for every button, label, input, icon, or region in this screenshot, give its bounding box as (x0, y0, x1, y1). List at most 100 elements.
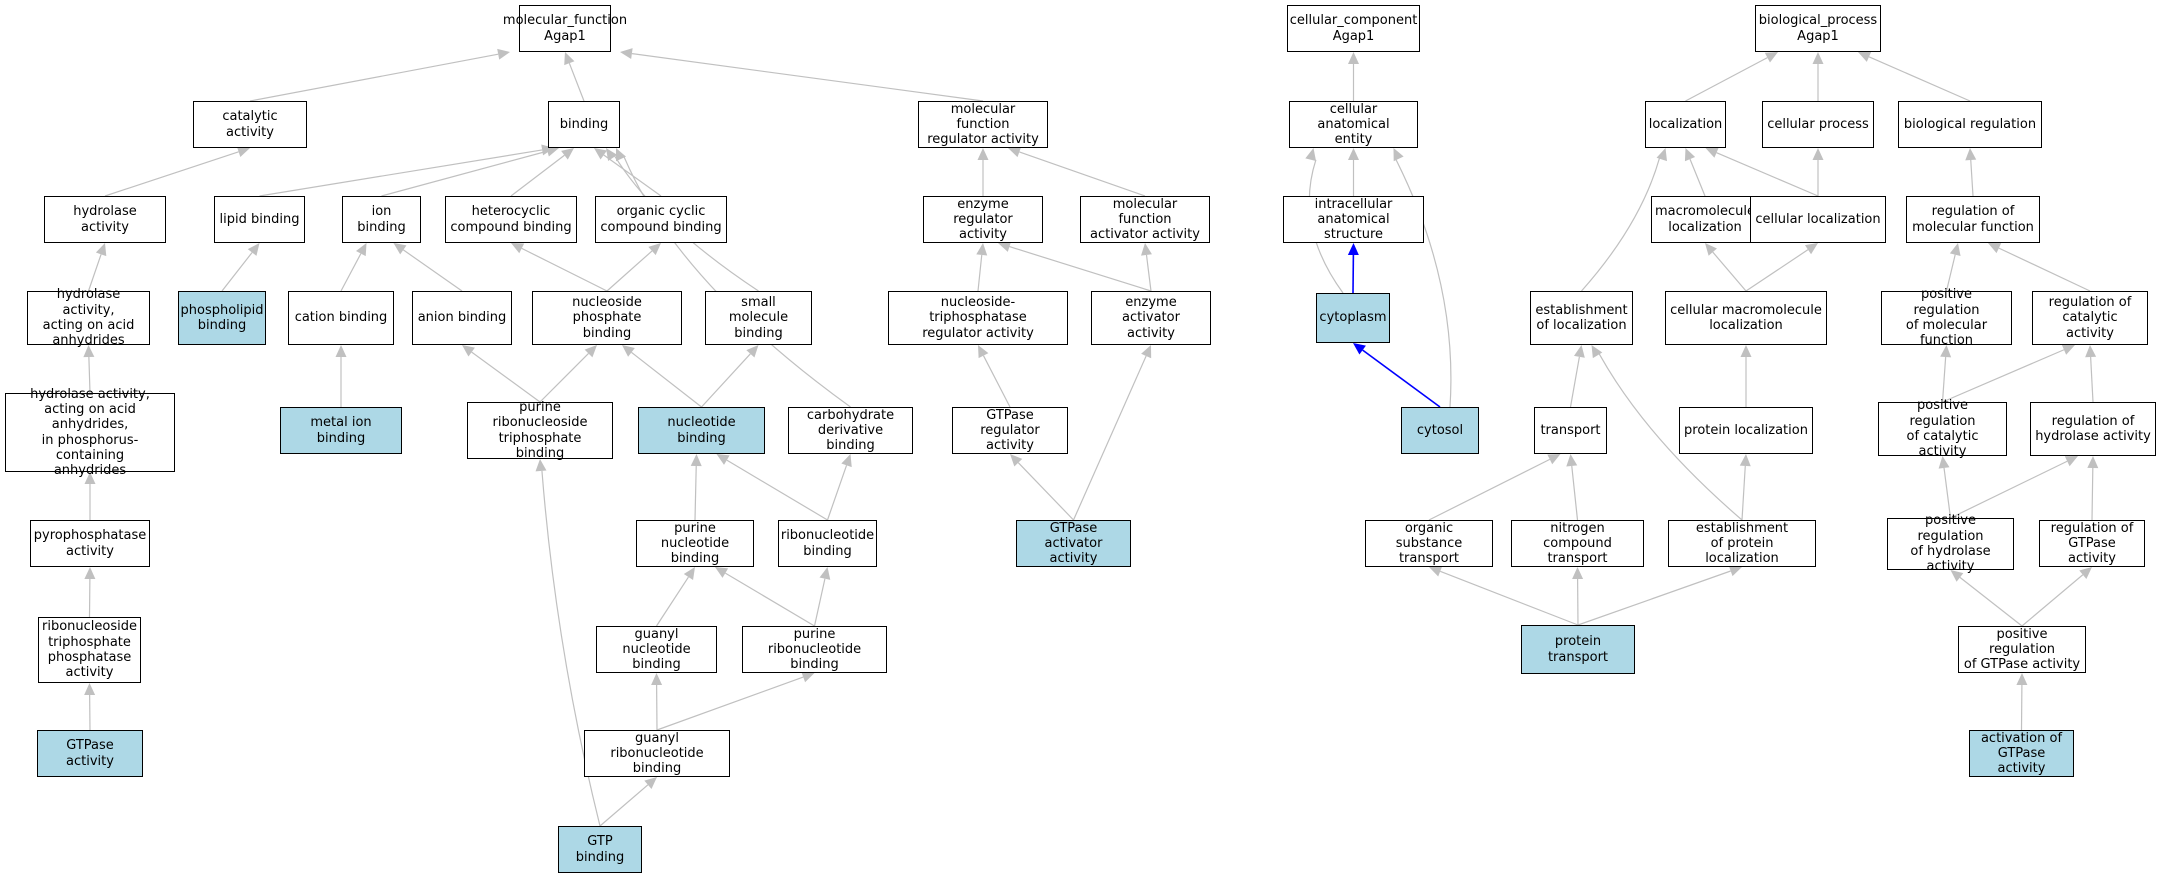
arrowhead-purine_rnst-to-nucleoside_phosphate (584, 345, 597, 358)
node-purine-nucleotide-binding[interactable]: purine nucleotide binding (636, 520, 754, 567)
arrowhead-rnst_phosphatase-to-pyrophosphatase (84, 567, 96, 580)
node-cytosol[interactable]: cytosol (1401, 407, 1479, 454)
node-nucleotide-binding[interactable]: nucleotide binding (638, 407, 765, 454)
node-purine-ribonucleoside-triphosphate-binding[interactable]: purine ribonucleoside triphosphate bindi… (467, 400, 613, 461)
arrowhead-anion_binding-to-ion_binding (393, 243, 407, 255)
arrowhead-cell_macro_loc-to-cell_loc (1804, 243, 1818, 255)
node-cellular-component-root[interactable]: cellular_component Agap1 (1287, 5, 1420, 52)
node-cation-binding[interactable]: cation binding (288, 291, 394, 345)
node-guanyl-ribonucleotide-binding[interactable]: guanyl ribonucleotide binding (584, 730, 730, 777)
node-small-molecule-binding[interactable]: small molecule binding (705, 291, 812, 345)
edge-gtpase_activator-to-gtpase_reg (1017, 462, 1074, 521)
node-protein-localization[interactable]: protein localization (1679, 407, 1813, 454)
node-gtpase-regulator-activity[interactable]: GTPase regulator activity (952, 407, 1068, 454)
node-establishment-of-localization[interactable]: establishment of localization (1530, 291, 1633, 345)
node-phospholipid-binding[interactable]: phospholipid binding (178, 291, 266, 345)
node-biological-process-root[interactable]: biological_process Agap1 (1755, 5, 1881, 52)
node-enzyme-regulator-activity[interactable]: enzyme regulator activity (923, 196, 1043, 243)
node-intracellular-anatomical-structure[interactable]: intracellular anatomical structure (1283, 196, 1424, 243)
edge-est_protein_loc-to-protein_loc (1741, 465, 1746, 521)
arrowhead-macro_loc-to-localization (1684, 148, 1696, 162)
node-lipid-binding[interactable]: lipid binding (214, 196, 305, 243)
arrowhead-ribonucleotide-to-nucleotide_binding (716, 454, 730, 465)
arrowhead-purine_nucleotide-to-nucleotide_binding (690, 454, 702, 467)
node-nucleoside-phosphate-binding[interactable]: nucleoside phosphate binding (532, 291, 682, 345)
node-regulation-of-hydrolase-activity[interactable]: regulation of hydrolase activity (2030, 402, 2156, 456)
node-hydrolase-phosphorus-anhydrides[interactable]: hydrolase activity, acting on acid anhyd… (5, 387, 175, 478)
arrowhead-gtpase_activator-to-enzyme_activator (1141, 345, 1152, 359)
edge-reg_catalytic-to-reg_mf (1998, 247, 2091, 292)
arrowhead-gtp_binding-to-purine_rnst (535, 459, 547, 472)
node-cellular-anatomical-entity[interactable]: cellular anatomical entity (1289, 101, 1418, 148)
edge-guanyl_ribonucleotide-to-purine_ribonucleotide (656, 676, 804, 731)
node-regulation-of-gtpase-activity[interactable]: regulation of GTPase activity (2039, 520, 2145, 567)
edge-reg_mf-to-bio_reg (1970, 159, 1974, 197)
node-organic-substance-transport[interactable]: organic substance transport (1365, 520, 1493, 567)
node-enzyme-activator-activity[interactable]: enzyme activator activity (1091, 291, 1211, 345)
edge-pos_reg_hydro-to-pos_reg_cat (1943, 467, 1952, 519)
node-cellular-localization[interactable]: cellular localization (1750, 196, 1886, 243)
edge-catalytic-to-mf_root (249, 53, 499, 102)
arrowhead-ion_binding-to-binding (545, 145, 559, 157)
edge-ion_binding-to-binding (381, 150, 548, 197)
node-pyrophosphatase-activity[interactable]: pyrophosphatase activity (30, 520, 150, 567)
node-purine-ribonucleotide-binding[interactable]: purine ribonucleotide binding (742, 626, 887, 673)
node-ribonucleoside-triphosphate-phosphatase[interactable]: ribonucleoside triphosphate phosphatase … (38, 617, 141, 683)
node-nitrogen-compound-transport[interactable]: nitrogen compound transport (1511, 520, 1644, 567)
edge-hydrolase_phos-to-hydrolase_acid (88, 356, 91, 394)
node-molecular-function-regulator[interactable]: molecular function regulator activity (918, 101, 1048, 148)
node-binding[interactable]: binding (548, 101, 620, 148)
edge-phospholipid-to-lipid_binding (221, 252, 253, 292)
node-nucleoside-triphosphatase-regulator[interactable]: nucleoside-triphosphatase regulator acti… (888, 291, 1068, 345)
node-establishment-of-protein-localization[interactable]: establishment of protein localization (1668, 520, 1816, 567)
arrowhead-protein_transport-to-est_protein_loc (1728, 565, 1742, 577)
node-activation-of-gtpase-activity[interactable]: activation of GTPase activity (1969, 730, 2074, 777)
node-protein-transport[interactable]: protein transport (1521, 625, 1635, 674)
node-biological-regulation[interactable]: biological regulation (1898, 101, 2042, 148)
node-gtpase-activity[interactable]: GTPase activity (37, 730, 143, 777)
node-metal-ion-binding[interactable]: metal ion binding (280, 407, 402, 454)
node-ion-binding[interactable]: ion binding (342, 196, 421, 243)
node-molecular-function-root[interactable]: molecular_function Agap1 (503, 5, 627, 52)
node-regulation-of-molecular-function[interactable]: regulation of molecular function (1906, 196, 2040, 243)
edge-pos_reg_gtpase-to-reg_gtpase (2021, 574, 2084, 627)
arrowhead-reg_hydrolase-to-reg_catalytic (2085, 345, 2097, 358)
node-ribonucleotide-binding[interactable]: ribonucleotide binding (778, 520, 877, 567)
node-hydrolase-acid-anhydrides[interactable]: hydrolase activity, acting on acid anhyd… (27, 287, 150, 348)
edge-purine_rnst-to-nucleoside_phosphate (539, 353, 589, 403)
node-localization[interactable]: localization (1645, 101, 1726, 148)
node-gtp-binding[interactable]: GTP binding (558, 826, 642, 873)
node-catalytic-activity[interactable]: catalytic activity (193, 101, 307, 148)
edge-est_loc-to-localization (1581, 158, 1660, 292)
node-hydrolase-activity[interactable]: hydrolase activity (44, 196, 166, 243)
edge-pos_reg_hydro-to-reg_hydrolase (1950, 460, 2068, 519)
node-molecular-function-activator[interactable]: molecular function activator activity (1080, 196, 1210, 243)
node-heterocyclic-compound-binding[interactable]: heterocyclic compound binding (445, 196, 577, 243)
arrowhead-hydrolase_acid-to-hydrolase (95, 243, 107, 257)
node-anion-binding[interactable]: anion binding (412, 291, 512, 345)
node-positive-regulation-of-gtpase-activity[interactable]: positive regulation of GTPase activity (1958, 626, 2086, 673)
node-cytoplasm[interactable]: cytoplasm (1316, 293, 1390, 343)
node-cellular-process[interactable]: cellular process (1762, 101, 1874, 148)
node-organic-cyclic-compound-binding[interactable]: organic cyclic compound binding (595, 196, 727, 243)
edge-guanyl_nucleotide-to-purine_nucleotide (655, 576, 689, 627)
node-transport[interactable]: transport (1534, 407, 1607, 454)
node-positive-regulation-of-molecular-function[interactable]: positive regulation of molecular functio… (1881, 287, 2012, 348)
node-guanyl-nucleotide-binding[interactable]: guanyl nucleotide binding (596, 626, 717, 673)
arrowhead-ntpase_reg-to-enzyme_reg (976, 243, 988, 256)
node-positive-regulation-of-hydrolase-activity[interactable]: positive regulation of hydrolase activit… (1887, 513, 2014, 574)
node-positive-regulation-of-catalytic-activity[interactable]: positive regulation of catalytic activit… (1878, 398, 2007, 459)
node-carbohydrate-derivative-binding[interactable]: carbohydrate derivative binding (788, 407, 913, 454)
arrowhead-mf_activator-to-mf_reg (1008, 146, 1022, 158)
arrowhead-purine_rnst-to-anion_binding (462, 345, 475, 357)
node-macromolecule-localization[interactable]: macromolecule localization (1651, 196, 1759, 243)
arrowhead-cell_loc-to-cellular_process (1812, 148, 1824, 160)
edge-heterocyclic-to-binding (510, 154, 565, 197)
node-gtpase-activator-activity[interactable]: GTPase activator activity (1016, 520, 1131, 567)
node-cellular-macromolecule-localization[interactable]: cellular macromolecule localization (1665, 291, 1827, 345)
node-regulation-of-catalytic-activity[interactable]: regulation of catalytic activity (2032, 291, 2148, 345)
arrowhead-nucleotide_binding-to-small_molecule (746, 345, 759, 358)
edge-hydrolase_acid-to-hydrolase (87, 254, 102, 292)
edge-localization-to-bp_root (1685, 57, 1768, 102)
arrowhead-protein_transport-to-nitrogen_transport (1572, 567, 1584, 580)
